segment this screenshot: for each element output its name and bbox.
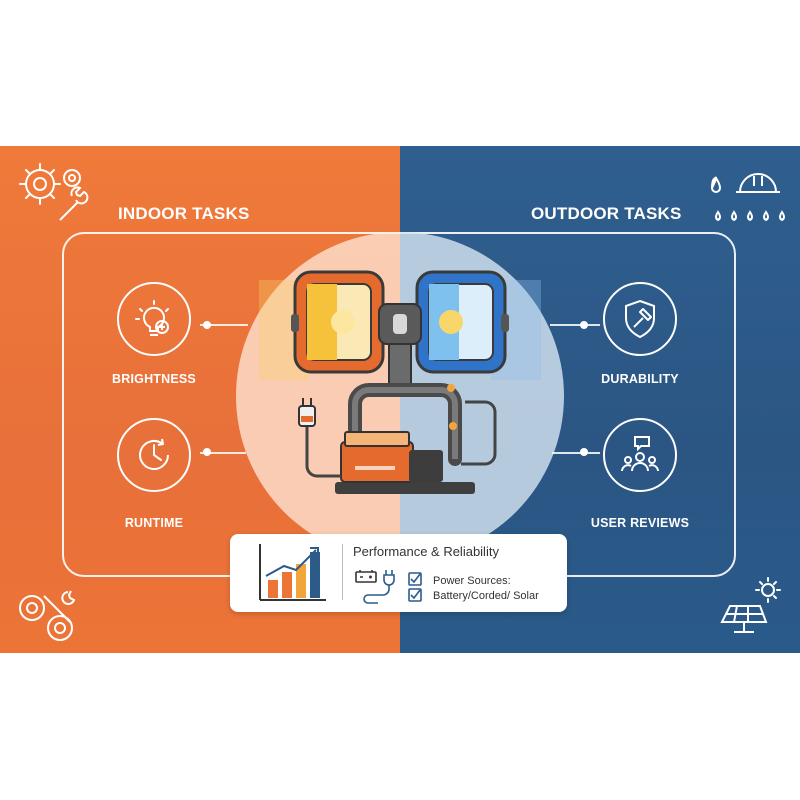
power-sources-label: Power Sources: xyxy=(433,575,511,587)
durability-ring xyxy=(603,282,677,356)
feature-durability: DURABILITY xyxy=(565,282,715,386)
power-sources-text: Power Sources: Battery/Corded/ Solar xyxy=(433,574,539,604)
helmet-rain-icon xyxy=(710,173,785,222)
checkbox-icon xyxy=(408,572,422,586)
users-chat-icon xyxy=(621,436,659,472)
gears-wrench-icon xyxy=(19,590,76,641)
right-lamp-head xyxy=(415,270,509,374)
connector-dot xyxy=(580,448,588,456)
connector-dot xyxy=(203,321,211,329)
brightness-label: BRIGHTNESS xyxy=(112,372,196,386)
user-reviews-label: USER REVIEWS xyxy=(590,516,690,530)
feature-runtime: RUNTIME xyxy=(79,418,229,530)
clock-icon xyxy=(139,438,169,470)
indoor-title: INDOOR TASKS xyxy=(118,204,250,223)
card-title: Performance & Reliability xyxy=(353,544,499,559)
work-light-illustration xyxy=(259,270,541,494)
connector-user-reviews xyxy=(552,452,600,454)
connector-runtime xyxy=(200,452,246,454)
solar-panel-sun-icon xyxy=(720,577,781,633)
connector-dot xyxy=(203,448,211,456)
durability-label: DURABILITY xyxy=(601,372,679,386)
power-sources-list: Battery/Corded/ Solar xyxy=(433,590,539,602)
brightness-ring xyxy=(117,282,191,356)
outdoor-title: OUTDOOR TASKS xyxy=(531,204,682,223)
runtime-ring xyxy=(117,418,191,492)
gears-wrench-icon xyxy=(19,163,89,221)
shield-hammer-icon xyxy=(625,299,655,339)
connector-durability xyxy=(550,324,600,326)
runtime-label: RUNTIME xyxy=(124,516,184,530)
feature-user-reviews: USER REVIEWS xyxy=(565,418,715,530)
connector-dot xyxy=(580,321,588,329)
card-divider xyxy=(342,544,343,600)
bar-chart-growth-icon xyxy=(259,544,326,601)
performance-card: Performance & Reliability Power Sources:… xyxy=(230,534,567,612)
left-lamp-head xyxy=(291,270,385,374)
lightbulb-plus-icon xyxy=(135,300,169,336)
feature-brightness: BRIGHTNESS xyxy=(79,282,229,386)
battery-plug-icon xyxy=(355,570,395,604)
connector-brightness xyxy=(200,324,248,326)
checkbox-icon xyxy=(408,588,422,602)
user-reviews-ring xyxy=(603,418,677,492)
infographic: INDOOR TASKS OUTDOOR TASKS BRIGHTNESS R xyxy=(0,146,800,653)
